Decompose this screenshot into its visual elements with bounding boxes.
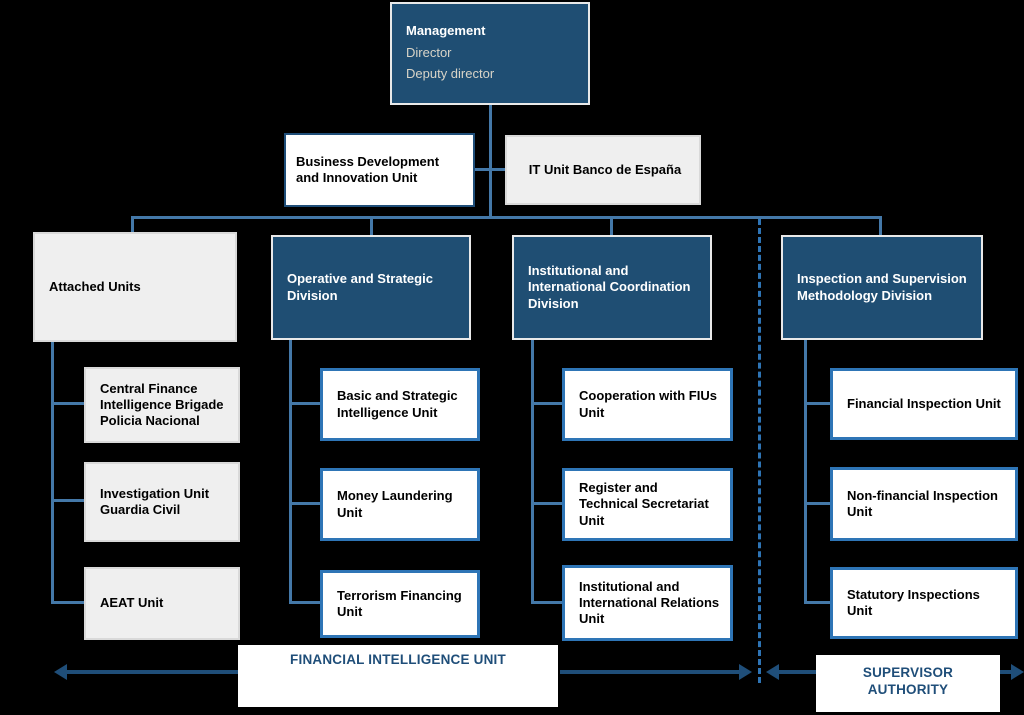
unit-cooperation-fius-label: Cooperation with FIUs Unit — [579, 388, 717, 420]
division-operative-strategic-box: Operative and Strategic Division — [271, 235, 471, 340]
supervisor-left-arrow-line — [778, 670, 816, 674]
supervisor-authority-label-line2: AUTHORITY — [867, 681, 949, 697]
unit-basic-strategic-intel-box: Basic and Strategic Intelligence Unit — [320, 368, 480, 441]
col1-branch-2 — [51, 499, 84, 502]
division-operative-strategic-label: Operative and Strategic Division — [287, 271, 433, 303]
unit-investigation-guardia-box: Investigation Unit Guardia Civil — [84, 462, 240, 542]
business-development-unit-box: Business Development and Innovation Unit — [284, 133, 475, 207]
col3-vertical — [531, 340, 534, 604]
division-inspection-methodology-label: Inspection and Supervision Methodology D… — [797, 271, 967, 303]
col1-branch-1 — [51, 402, 84, 405]
fiu-label: FINANCIAL INTELLIGENCE UNIT — [290, 652, 506, 667]
connector-institutional-stub — [610, 218, 613, 236]
fiu-label-box: FINANCIAL INTELLIGENCE UNIT — [238, 645, 558, 707]
management-box: Management Director Deputy director — [390, 2, 590, 105]
unit-basic-strategic-intel-label: Basic and Strategic Intelligence Unit — [337, 388, 458, 420]
col4-branch-1 — [804, 402, 830, 405]
col1-vertical — [51, 342, 54, 604]
unit-money-laundering-box: Money Laundering Unit — [320, 468, 480, 541]
supervisor-authority-label-line1: SUPERVISOR — [862, 665, 954, 680]
col2-branch-2 — [289, 502, 320, 505]
col3-branch-3 — [531, 601, 562, 604]
col3-branch-2 — [531, 502, 562, 505]
unit-investigation-guardia-label: Investigation Unit Guardia Civil — [100, 485, 210, 517]
connector-attached-stub — [131, 218, 134, 233]
division-inspection-methodology-box: Inspection and Supervision Methodology D… — [781, 235, 983, 340]
fiu-left-arrow-line — [66, 670, 238, 674]
fiu-left-arrow-head — [54, 664, 67, 680]
unit-register-secretariat-box: Register and Technical Secretariat Unit — [562, 468, 733, 541]
unit-terrorism-financing-label: Terrorism Financing Unit — [337, 587, 462, 619]
connector-businessdev-stub — [475, 168, 489, 171]
col2-branch-3 — [289, 601, 320, 604]
fiu-right-arrow-head — [739, 664, 752, 680]
unit-nonfinancial-inspection-label: Non-financial Inspection Unit — [847, 487, 998, 519]
col4-branch-2 — [804, 502, 830, 505]
supervisor-authority-box: SUPERVISOR AUTHORITY — [816, 655, 1000, 712]
connector-operative-stub — [370, 218, 373, 236]
unit-cooperation-fius-box: Cooperation with FIUs Unit — [562, 368, 733, 441]
business-development-unit-label: Business Development and Innovation Unit — [296, 153, 440, 185]
division-institutional-coordination-label: Institutional and International Coordina… — [528, 263, 691, 311]
connector-management-down — [489, 105, 492, 218]
unit-institutional-relations-label: Institutional and International Relation… — [579, 578, 720, 627]
management-title: Management — [406, 23, 486, 39]
unit-institutional-relations-box: Institutional and International Relation… — [562, 565, 733, 641]
fiu-right-arrow-line — [560, 670, 740, 674]
unit-statutory-inspections-label: Statutory Inspections Unit — [847, 586, 980, 618]
unit-register-secretariat-label: Register and Technical Secretariat Unit — [579, 480, 709, 528]
division-attached-units-label: Attached Units — [49, 278, 141, 294]
col2-branch-1 — [289, 402, 320, 405]
unit-aeat-label: AEAT Unit — [100, 595, 164, 611]
unit-statutory-inspections-box: Statutory Inspections Unit — [830, 567, 1018, 639]
col4-branch-3 — [804, 601, 830, 604]
supervisor-right-arrow-line — [1000, 670, 1012, 674]
management-deputy-director: Deputy director — [406, 65, 495, 81]
connector-inspection-stub — [879, 216, 882, 236]
unit-central-finance-label: Central Finance Intelligence Brigade Pol… — [100, 380, 224, 429]
supervisor-left-arrow-head — [766, 664, 779, 680]
division-attached-units-box: Attached Units — [33, 232, 237, 342]
unit-terrorism-financing-box: Terrorism Financing Unit — [320, 570, 480, 638]
unit-central-finance-box: Central Finance Intelligence Brigade Pol… — [84, 367, 240, 443]
unit-financial-inspection-box: Financial Inspection Unit — [830, 368, 1018, 440]
it-unit-label: IT Unit Banco de España — [528, 161, 682, 177]
unit-nonfinancial-inspection-box: Non-financial Inspection Unit — [830, 467, 1018, 541]
it-unit-box: IT Unit Banco de España — [505, 135, 701, 205]
management-director: Director — [406, 45, 452, 61]
connector-main-horizontal — [131, 216, 881, 219]
division-institutional-coordination-box: Institutional and International Coordina… — [512, 235, 712, 340]
col1-branch-3 — [51, 601, 84, 604]
connector-itunit-stub — [492, 168, 505, 171]
col4-vertical — [804, 340, 807, 604]
supervisor-right-arrow-head — [1011, 664, 1024, 680]
unit-money-laundering-label: Money Laundering Unit — [337, 488, 453, 520]
col2-vertical — [289, 340, 292, 604]
unit-aeat-box: AEAT Unit — [84, 567, 240, 640]
separator-dashed-line — [758, 219, 761, 683]
col3-branch-1 — [531, 402, 562, 405]
unit-financial-inspection-label: Financial Inspection Unit — [847, 395, 1001, 411]
